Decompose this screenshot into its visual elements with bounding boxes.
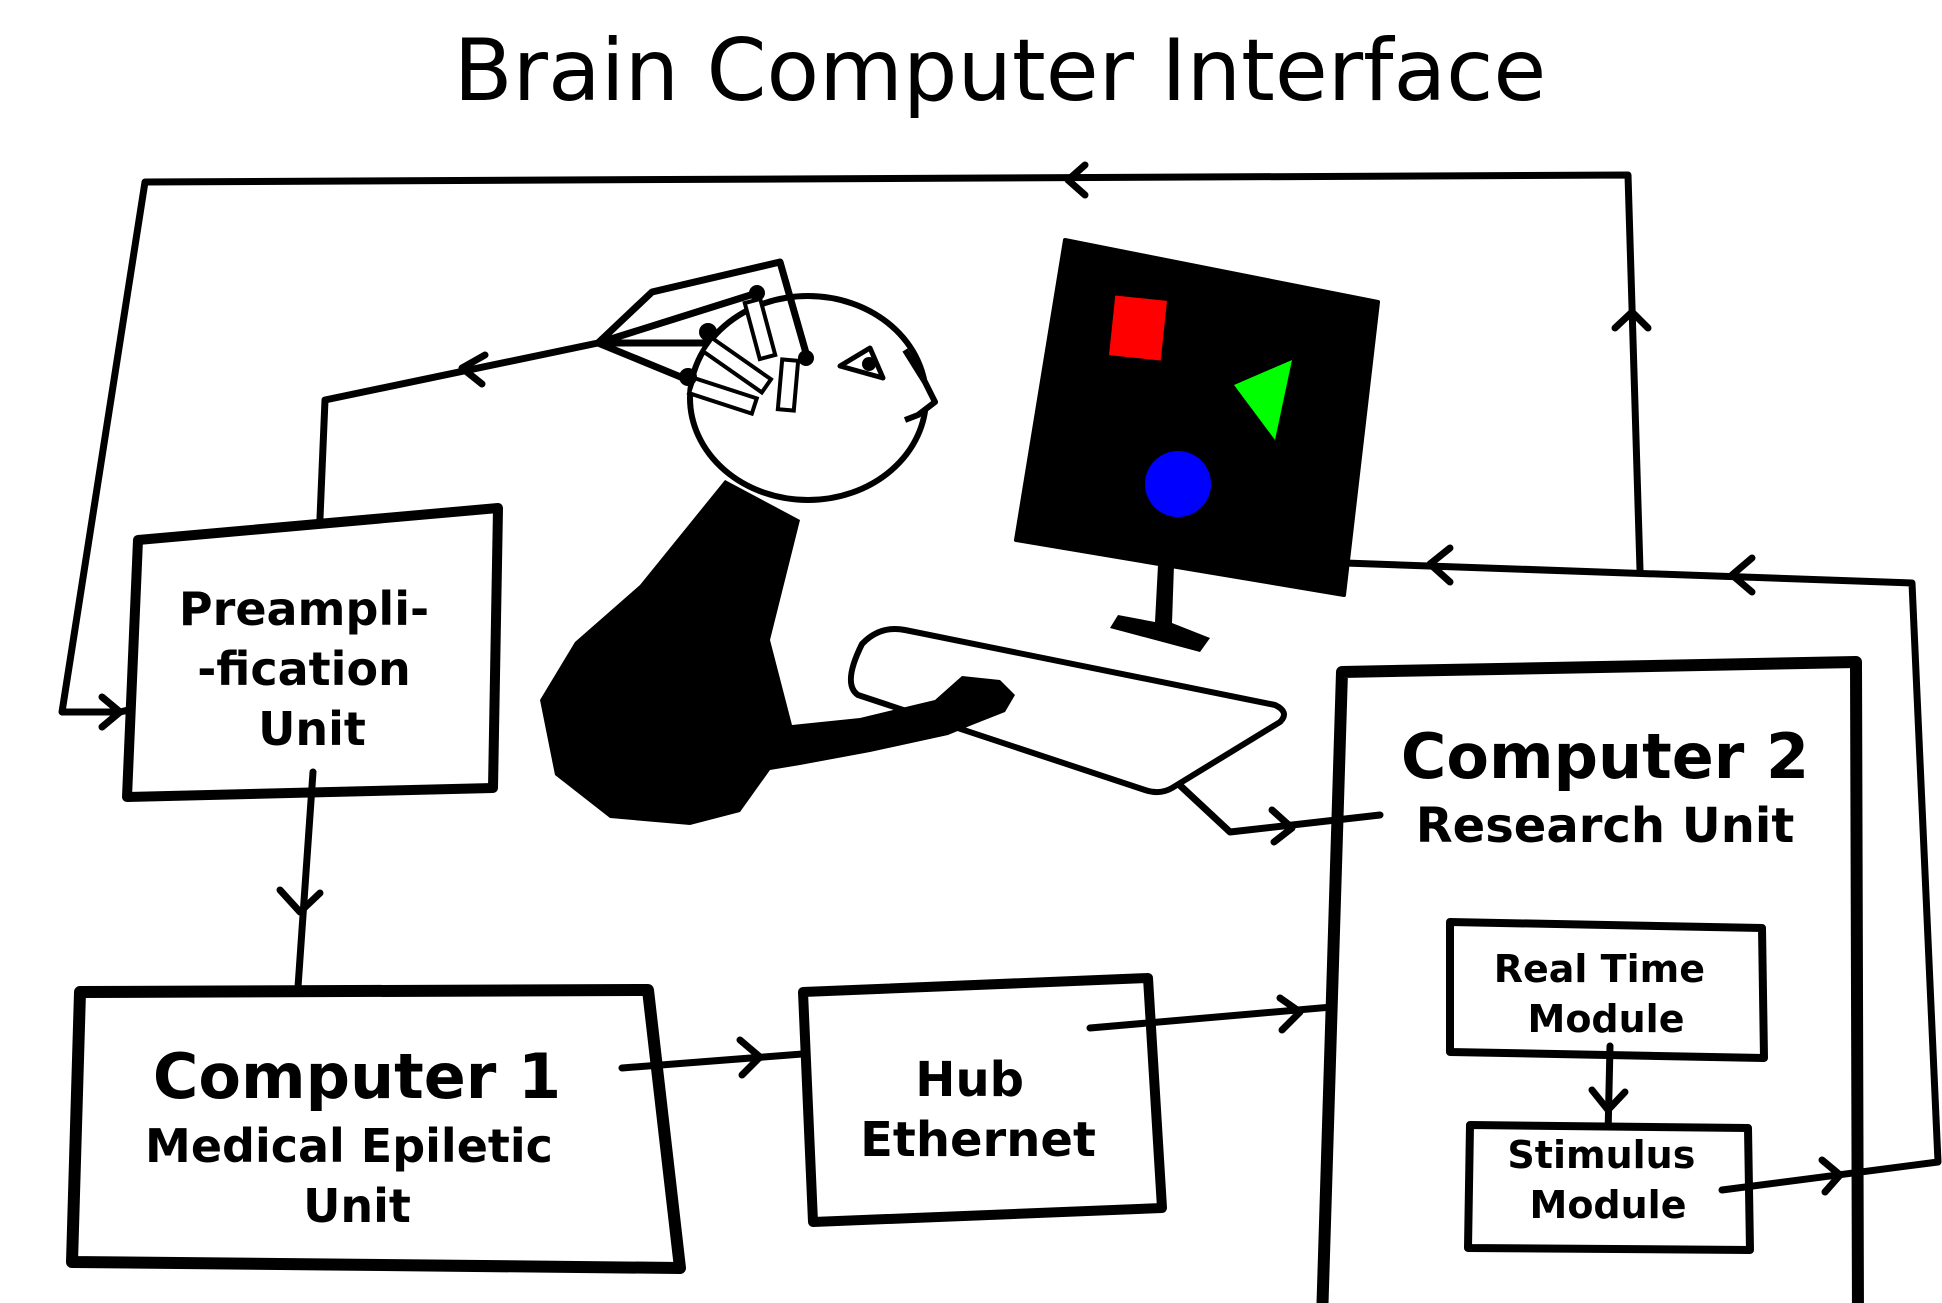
edge-stimulus-to-screen [1341, 559, 1942, 1194]
svg-text:Medical Epiletic Unit: Medical Epiletic Unit [145, 1119, 569, 1233]
computer1-line-2: Unit [303, 1179, 411, 1233]
blue-circle-shape [1145, 451, 1211, 517]
arrowhead-stimulus-out [1818, 1156, 1844, 1196]
computer2-subtitle: Research Unit [1416, 798, 1795, 854]
arrowhead-screen-in [1426, 544, 1454, 586]
person-body [540, 480, 1015, 825]
hub-line-1: Hub [915, 1052, 1024, 1108]
svg-text:Real Time Module: Real Time Module [1494, 947, 1718, 1041]
realtime-line-1: Real Time [1494, 947, 1705, 991]
svg-text:Preampli- -fication: Preampli- -fication Unit [179, 582, 445, 756]
node-realtime: Real Time Module [1446, 918, 1768, 1062]
arrowhead-top-up [1611, 308, 1652, 332]
computer2-title: Computer 2 [1401, 720, 1809, 793]
preamp-line-3: Unit [258, 702, 366, 756]
keyboard [848, 626, 1287, 796]
arrowhead-computer2-in [1268, 806, 1296, 846]
arrowhead-screen-right [1728, 554, 1756, 596]
edge-computer2-to-preamp [58, 171, 1644, 716]
edge-electrodes-to-preamp [314, 339, 602, 569]
electrode-1 [742, 285, 778, 362]
node-stimulus: Stimulus Module [1464, 1121, 1754, 1254]
electrode-4 [679, 368, 760, 417]
preamp-line-1: Preampli- [179, 582, 429, 636]
node-preamp: Preampli- -fication Unit [122, 503, 503, 802]
computer1-title: Computer 1 [153, 1040, 561, 1113]
arrowhead-hub-in [736, 1036, 764, 1079]
monitor-stand [1110, 565, 1210, 652]
electrode-2 [775, 350, 814, 413]
arrowhead-stimulus-in [1588, 1086, 1629, 1114]
node-hub: Hub Ethernet [798, 973, 1167, 1227]
pupil-icon [862, 357, 876, 371]
stimulus-line-1: Stimulus [1507, 1133, 1695, 1177]
arrowhead-top-left [1064, 161, 1089, 199]
monitor [1014, 238, 1380, 652]
diagram-title: Brain Computer Interface [454, 21, 1547, 121]
realtime-line-2: Module [1528, 997, 1685, 1041]
eye-icon [837, 345, 886, 381]
red-square-shape [1109, 295, 1167, 361]
arrowhead-computer1-in [276, 886, 324, 916]
person [540, 293, 1015, 825]
svg-text:Hub Ethernet: Hub Ethernet [860, 1052, 1096, 1168]
hub-line-2: Ethernet [860, 1112, 1096, 1168]
electrode-wires [594, 258, 812, 384]
monitor-screen [1014, 238, 1380, 597]
green-triangle-shape [1234, 360, 1292, 440]
arrowhead-electrodes [458, 351, 489, 388]
computer1-line-1: Medical Epiletic [145, 1119, 553, 1173]
person-nose [902, 348, 938, 423]
electrode-3 [699, 323, 774, 396]
node-computer1: Computer 1 Medical Epiletic Unit [66, 984, 686, 1274]
stimulus-line-2: Module [1530, 1183, 1687, 1227]
svg-text:Stimulus Module: Stimulus Module [1507, 1133, 1708, 1227]
arrowhead-realtime-in [1276, 994, 1304, 1034]
preamp-line-2: -fication [197, 642, 411, 696]
eeg-electrodes [594, 258, 814, 417]
edge-realtime-to-stimulus [1604, 1042, 1614, 1139]
